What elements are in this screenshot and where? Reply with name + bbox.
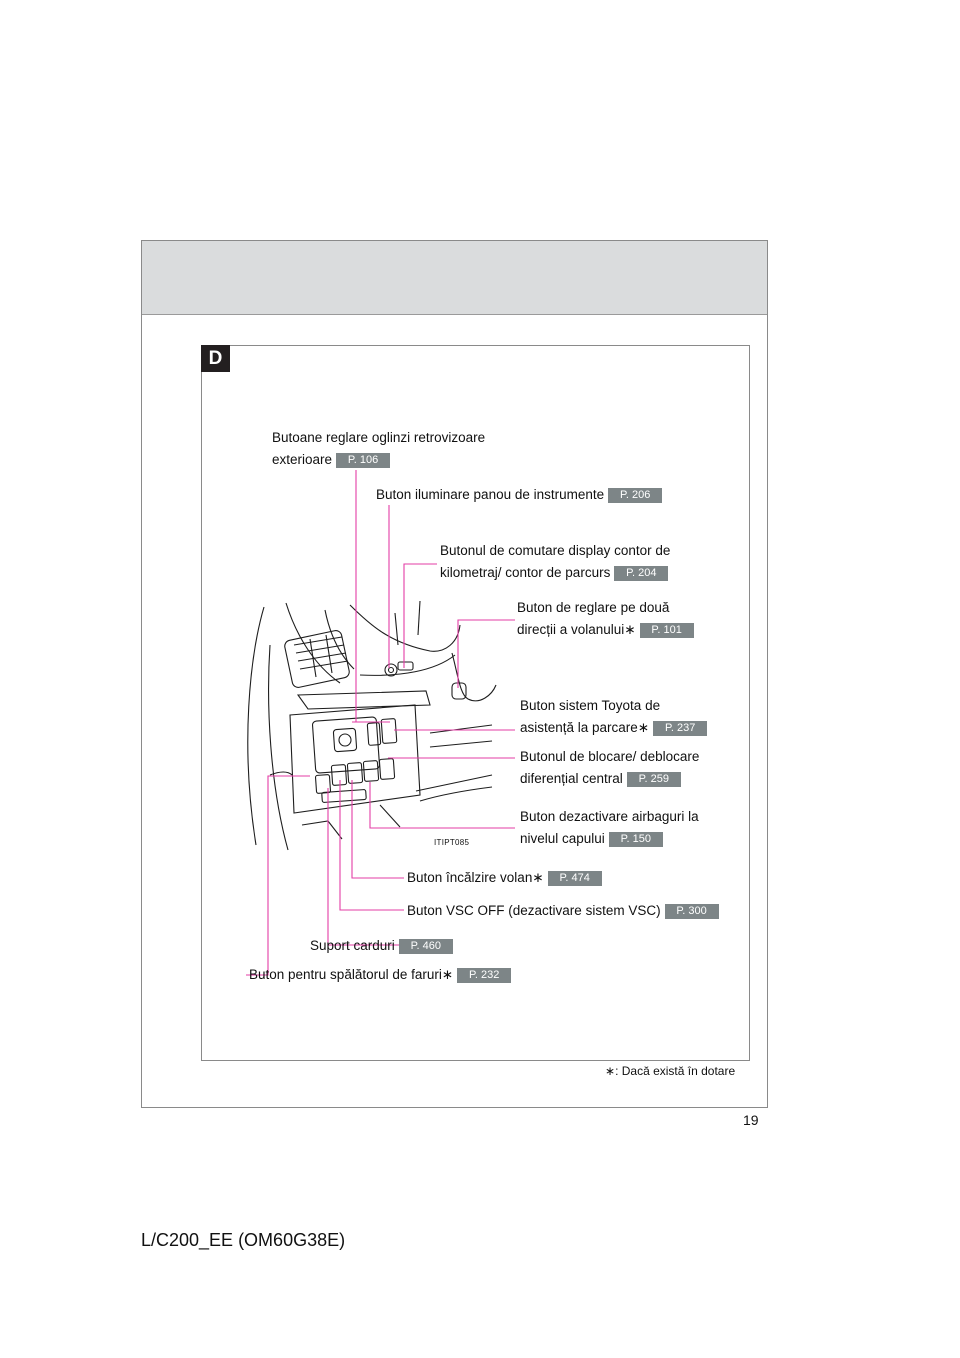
illustration-box — [201, 345, 750, 1061]
label-airbag-button: Buton dezactivare airbaguri la nivelul c… — [520, 806, 699, 850]
label-odometer-button: Butonul de comutare display contor de ki… — [440, 540, 670, 584]
label-washer-button: Buton pentru spălătorul de faruri∗P. 232 — [249, 964, 512, 986]
label-parking-text: asistență la parcare — [520, 720, 638, 735]
label-airbag-line1: Buton dezactivare airbaguri la — [520, 809, 699, 824]
page-frame — [141, 240, 768, 1108]
asterisk-icon: ∗ — [532, 870, 544, 885]
label-parking-line1: Buton sistem Toyota de — [520, 698, 661, 713]
page-number: 19 — [743, 1112, 759, 1128]
asterisk-icon: ∗ — [605, 1064, 616, 1078]
label-mirror-line1: Butoane reglare oglinzi retrovizoare — [272, 430, 486, 445]
label-vsc-text: Buton VSC OFF (dezactivare sistem VSC) — [407, 903, 661, 918]
label-washer-text: Buton pentru spălătorul de faruri — [249, 967, 442, 982]
label-mirror-buttons: Butoane reglare oglinzi retrovizoare ext… — [272, 427, 485, 471]
label-steering-line1: Buton de reglare pe două — [517, 600, 670, 615]
page-ref-vsc[interactable]: P. 300 — [664, 904, 719, 919]
label-airbag-text: nivelul capului — [520, 831, 605, 846]
asterisk-icon: ∗ — [637, 720, 650, 735]
page-ref-steering[interactable]: P. 101 — [639, 623, 694, 638]
label-vsc-button: Buton VSC OFF (dezactivare sistem VSC)P.… — [407, 900, 719, 922]
footnote: ∗: Dacă există în dotare — [605, 1064, 735, 1078]
page-ref-washer[interactable]: P. 232 — [457, 968, 512, 983]
page-ref-odometer[interactable]: P. 204 — [614, 566, 669, 581]
label-steering-text: direcții a volanului — [517, 622, 625, 637]
label-parking-button: Buton sistem Toyota de asistență la parc… — [520, 695, 708, 739]
label-steering-line2: direcții a volanului∗P. 101 — [517, 619, 694, 641]
image-code: ITIPT085 — [434, 838, 470, 847]
label-steering-button: Buton de reglare pe două direcții a vola… — [517, 597, 694, 641]
label-card-text: Suport carduri — [310, 938, 395, 953]
label-parking-line2: asistență la parcare∗P. 237 — [520, 717, 708, 739]
section-badge: D — [201, 345, 230, 372]
page-ref-differential[interactable]: P. 259 — [626, 772, 681, 787]
page-ref-illumination[interactable]: P. 206 — [608, 488, 663, 503]
label-differential-line1: Butonul de blocare/ deblocare — [520, 749, 700, 764]
label-odometer-line1: Butonul de comutare display contor de — [440, 543, 671, 558]
page-ref-card[interactable]: P. 460 — [398, 939, 453, 954]
footnote-text: : Dacă există în dotare — [615, 1064, 736, 1078]
label-illumination-text: Buton iluminare panou de instrumente — [376, 487, 605, 502]
label-differential-text: diferențial central — [520, 771, 623, 786]
label-mirror-text: exterioare — [272, 452, 333, 467]
page-ref-mirror[interactable]: P. 106 — [336, 453, 391, 468]
page-ref-heater[interactable]: P. 474 — [547, 871, 602, 886]
label-heater-text: Buton încălzire volan — [407, 870, 533, 885]
asterisk-icon: ∗ — [624, 622, 636, 637]
asterisk-icon: ∗ — [441, 967, 454, 982]
document-code: L/C200_EE (OM60G38E) — [141, 1230, 346, 1250]
header-band — [142, 241, 767, 315]
dashboard-illustration — [247, 600, 497, 851]
page-ref-parking[interactable]: P. 237 — [653, 721, 708, 736]
label-heater-button: Buton încălzire volan∗P. 474 — [407, 867, 602, 889]
label-differential-button: Butonul de blocare/ deblocare diferenția… — [520, 746, 699, 790]
label-odometer-text: kilometraj/ contor de parcurs — [440, 565, 611, 580]
page-ref-airbag[interactable]: P. 150 — [608, 832, 663, 847]
